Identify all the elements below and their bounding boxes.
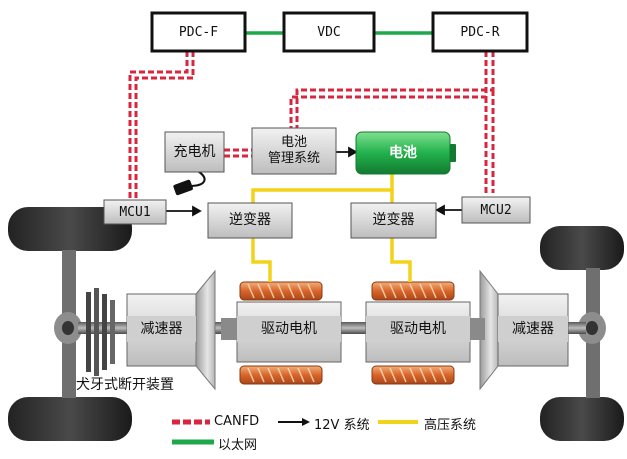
reducer-right-label: 减速器 (498, 316, 568, 342)
battery-icon (355, 131, 456, 175)
inverter-right-label: 逆变器 (372, 212, 415, 228)
dog-clutch-icon (86, 288, 115, 376)
legend (172, 418, 418, 445)
v12-arrows (166, 146, 462, 217)
motor-right-flange (467, 318, 485, 340)
vdc-label: VDC (317, 24, 341, 40)
motor-left-flange (221, 318, 239, 340)
pdc-f-label: PDC-F (178, 24, 219, 40)
charger-label: 充电机 (173, 143, 216, 160)
dog-clutch-label: 犬牙式断开装置 (76, 376, 174, 393)
battery-label: 电池 (389, 144, 417, 161)
legend-canfd-label: CANFD (214, 414, 260, 429)
legend-ethernet-label: 以太网 (218, 438, 258, 453)
inverter-left-label: 逆变器 (229, 212, 271, 228)
bms-box (251, 127, 337, 175)
legend-v12-label: 12V 系统 (314, 418, 370, 433)
left-wheels (8, 207, 132, 441)
inverter-right-box (350, 202, 437, 239)
motor-coils (239, 281, 455, 385)
mcu2-label: MCU2 (480, 202, 512, 218)
hv-lines (251, 174, 412, 282)
pdc-r-label: PDC-R (460, 24, 500, 40)
canfd-lines (128, 51, 495, 200)
motor-left-label: 驱动电机 (237, 316, 341, 342)
mcu1-label: MCU1 (119, 204, 151, 220)
right-wheels (540, 226, 624, 441)
bms-label: 电池 管理系统 (267, 135, 320, 166)
charger-box (164, 131, 225, 173)
vdc-box (282, 11, 376, 53)
charging-plug-icon (173, 169, 206, 196)
motor-right-label: 驱动电机 (366, 316, 470, 342)
reducer-left-label: 减速器 (127, 316, 196, 342)
legend-hv-label: 高压系统 (424, 418, 477, 433)
mcu2-box (461, 196, 531, 224)
pdc-r-box (431, 11, 529, 53)
inverter-left-box (207, 202, 293, 239)
pdc-f-box (150, 11, 247, 53)
mcu1-box (103, 199, 167, 225)
